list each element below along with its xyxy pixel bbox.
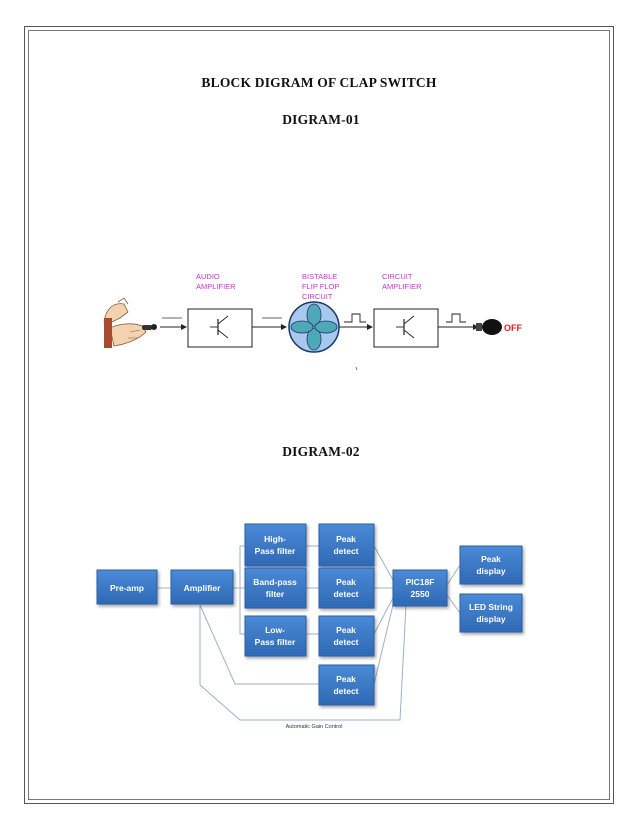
audio-amplifier-block	[187, 308, 253, 348]
flip-flop-circle	[288, 301, 340, 353]
peak-detect-3-label-1: Peak	[336, 625, 356, 635]
audio-amp-label-1: AUDIO	[196, 272, 220, 281]
band-pass-filter-block	[244, 567, 307, 609]
preamp-label: Pre-amp	[110, 583, 144, 593]
circuit-amplifier-block	[373, 308, 439, 348]
agc-label: Automatic Gain Control	[286, 724, 343, 730]
peak-detect-1-label-1: Peak	[336, 534, 356, 544]
peak-display-label-2: display	[476, 566, 506, 576]
low-pass-label-2: Pass filter	[255, 637, 296, 647]
high-pass-label-2: Pass filter	[255, 546, 296, 556]
circuit-amp-label-2: AMPLIFIER	[382, 282, 422, 291]
led-string-label-1: LED String	[469, 602, 513, 612]
peak-detect-3-label-2: detect	[333, 637, 358, 647]
connection-lines	[157, 545, 461, 721]
peak-display-block	[459, 545, 523, 585]
microphone-icon	[142, 324, 157, 330]
peak-detect-block-3	[318, 615, 375, 657]
peak-detect-2-label-1: Peak	[336, 577, 356, 587]
low-pass-label-1: Low-	[265, 625, 285, 635]
peak-display-label-1: Peak	[481, 554, 501, 564]
amplifier-label: Amplifier	[184, 583, 222, 593]
peak-detect-4-label-1: Peak	[336, 674, 356, 684]
page-border-inner	[28, 30, 610, 800]
peak-detect-block-4	[318, 664, 375, 706]
circuit-amp-label-1: CIRCUIT	[382, 272, 413, 281]
bistable-label-2: FLIP FLOP	[302, 282, 339, 291]
clapping-hands-icon	[103, 297, 147, 348]
diagram-01-heading: DIGRAM-01	[282, 112, 360, 127]
audio-amp-label-2: AMPLIFIER	[196, 282, 236, 291]
bistable-label-3: CIRCUIT	[302, 292, 333, 301]
led-string-label-2: display	[476, 614, 506, 624]
bistable-label-1: BISTABLE	[302, 272, 337, 281]
band-pass-label-1: Band-pass	[253, 577, 297, 587]
off-label: OFF	[504, 323, 522, 333]
high-pass-label-1: High-	[264, 534, 286, 544]
band-pass-label-2: filter	[266, 589, 285, 599]
peak-detect-1-label-2: detect	[333, 546, 358, 556]
peak-detect-block-1	[318, 523, 375, 567]
peak-detect-4-label-2: detect	[333, 686, 358, 696]
low-pass-filter-block	[244, 615, 307, 657]
amplifier-block	[170, 569, 234, 605]
diagram-02-heading: DIGRAM-02	[282, 444, 360, 459]
peak-detect-block-2	[318, 567, 375, 609]
preamp-block	[96, 569, 158, 605]
pic-label-2: 2550	[411, 589, 430, 599]
page-title: BLOCK DIGRAM OF CLAP SWITCH	[201, 75, 437, 90]
pic-block	[392, 569, 448, 607]
high-pass-filter-block	[244, 523, 307, 567]
led-string-display-block	[459, 593, 523, 633]
page-border	[24, 26, 614, 804]
bulb-icon	[476, 319, 502, 335]
pic-label-1: PIC18F	[406, 577, 435, 587]
peak-detect-2-label-2: detect	[333, 589, 358, 599]
